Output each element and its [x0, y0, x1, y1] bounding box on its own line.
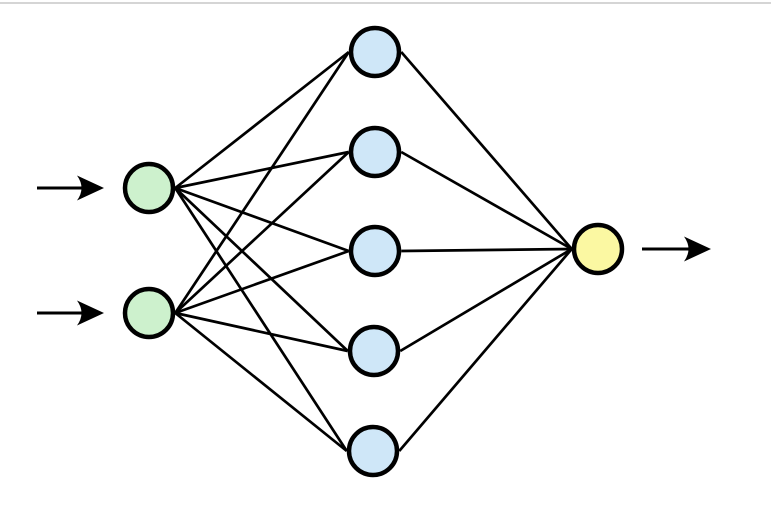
input-arrow-1-arrowhead-icon	[77, 175, 104, 201]
hidden-1-node	[348, 25, 402, 79]
input-1-node	[122, 161, 176, 215]
edge-input-2-hidden-2	[174, 151, 350, 314]
hidden-2-node	[348, 125, 402, 179]
edge-input-2-hidden-1	[174, 51, 350, 314]
output-arrow-arrowhead-icon	[684, 236, 711, 262]
input-arrow-2-arrowhead-icon	[77, 300, 104, 326]
hidden-4-node	[347, 324, 401, 378]
hidden-layer	[346, 25, 402, 478]
top-border-line	[0, 2, 771, 4]
edge-input-1-hidden-5	[174, 187, 348, 452]
output-layer	[571, 222, 625, 276]
hidden-3-node	[348, 224, 402, 278]
output-arrow	[642, 236, 711, 262]
edge-hidden-4-output-1	[399, 247, 573, 353]
edge-hidden-2-output-1	[400, 150, 573, 251]
input-2-node	[122, 286, 176, 340]
edges-layer	[174, 50, 573, 453]
edge-input-1-hidden-4	[174, 187, 349, 352]
edge-input-1-hidden-1	[174, 50, 350, 190]
edge-input-2-hidden-5	[174, 311, 348, 453]
input-arrow-1	[37, 175, 104, 201]
edge-input-2-hidden-3	[174, 249, 350, 315]
edge-input-1-hidden-3	[174, 186, 350, 253]
output-1-node	[571, 222, 625, 276]
edge-input-1-hidden-2	[174, 150, 350, 190]
input-arrow-2	[37, 300, 104, 326]
input-layer	[122, 161, 176, 340]
edge-hidden-1-output-1	[400, 51, 573, 250]
edge-input-2-hidden-4	[174, 311, 349, 353]
edge-hidden-5-output-1	[398, 248, 573, 452]
hidden-5-node	[346, 424, 400, 478]
edge-hidden-3-output-1	[401, 247, 572, 253]
